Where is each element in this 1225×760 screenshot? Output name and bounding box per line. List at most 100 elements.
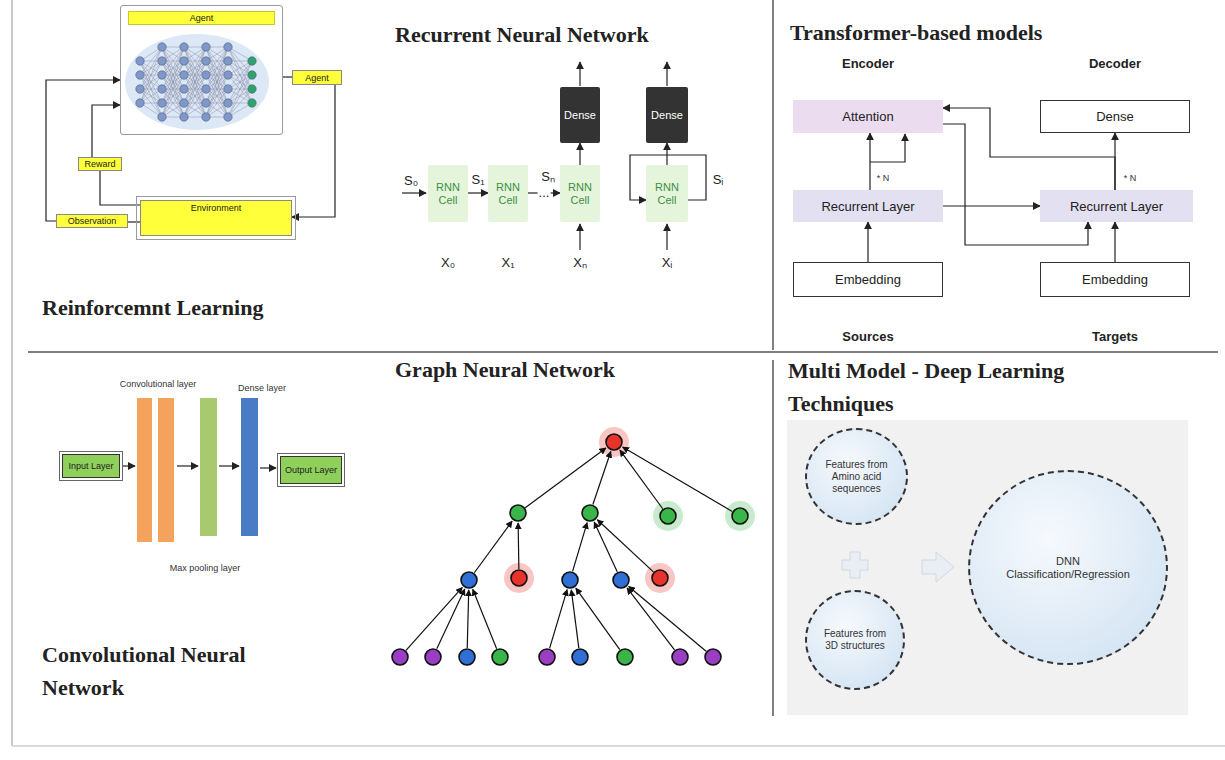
net-unit: [158, 57, 166, 65]
net-link: [228, 75, 252, 117]
graph-edge: [597, 520, 653, 572]
connector-arrow: [943, 124, 1088, 245]
text-wrap: RNN Cell: [646, 181, 688, 207]
net-unit: [180, 99, 188, 107]
annotation-label: Encoder: [842, 56, 894, 71]
connector-arrow: [666, 143, 667, 165]
annotation-label: Targets: [1092, 329, 1138, 344]
graph-edge: [518, 523, 520, 569]
net-unit: [158, 113, 166, 121]
attention-branch: [870, 134, 905, 162]
net-unit: [136, 85, 144, 93]
node-text: Agent: [128, 11, 275, 25]
text-wrap: DNN Classification/Regression: [1006, 555, 1130, 581]
net-unit: [224, 113, 232, 121]
graph-edge: [623, 447, 733, 511]
net-unit: [224, 99, 232, 107]
net-unit: [180, 57, 188, 65]
recurrent-box: Recurrent Layer: [793, 190, 943, 222]
panel-title: Reinforcemnt Learning: [42, 295, 263, 321]
connector-arrow: [869, 133, 870, 190]
net-unit: [136, 99, 144, 107]
reward-tag: Reward: [78, 157, 122, 171]
graph-edge: [406, 587, 462, 650]
text-wrap: RNN Cell: [428, 181, 468, 207]
graph-vertex: [461, 572, 477, 588]
dense-box: Dense: [646, 87, 688, 143]
frame-line: [11, 0, 13, 746]
graph-edge: [576, 588, 620, 650]
recurrent-box: Recurrent Layer: [1040, 190, 1193, 222]
graph-vertex: [510, 505, 526, 521]
node-text: Dense: [651, 109, 683, 121]
panel-title: Multi Model - Deep Learning Techniques: [788, 354, 1133, 420]
node-text: Input Layer: [68, 461, 113, 471]
pool-bar: [200, 398, 217, 536]
embedding-box: Embedding: [1040, 262, 1190, 297]
node-text: Features from 3D structures: [823, 628, 887, 652]
block-arrow: [922, 552, 954, 582]
net-link: [228, 61, 252, 103]
panel-title: Recurrent Neural Network: [395, 22, 649, 48]
edge-label: Sᵢ: [712, 173, 725, 187]
net-link: [140, 61, 162, 103]
net-link: [228, 61, 252, 103]
feature-circle: Features from Amino acid sequences: [805, 428, 908, 525]
net-link: [206, 47, 228, 117]
graph-vertex: [392, 649, 408, 665]
graph-vertex: [511, 570, 527, 586]
layer-arrow: [219, 465, 239, 466]
net-unit: [180, 43, 188, 51]
graph-edge: [571, 590, 579, 648]
annotation-label: Decoder: [1089, 56, 1141, 71]
node-text: RNN Cell: [560, 181, 600, 207]
network-blob: [125, 34, 269, 130]
graph-vertex: [492, 649, 508, 665]
node-text: Embedding: [1082, 272, 1148, 287]
net-unit: [136, 57, 144, 65]
input-arrow: [579, 224, 580, 250]
node-text: DNN Classification/Regression: [1006, 555, 1130, 581]
net-link: [228, 47, 252, 89]
edge-label: ...: [538, 186, 551, 200]
panel-title: Convolutional Neural Network: [42, 638, 297, 704]
net-link: [206, 75, 228, 117]
net-link: [140, 75, 162, 117]
node-text: Features from Amino acid sequences: [823, 459, 890, 495]
graph-vertex: [425, 649, 441, 665]
node-text: RNN Cell: [488, 181, 528, 207]
dense-box: Dense: [560, 87, 600, 143]
net-unit: [180, 113, 188, 121]
node-text: Recurrent Layer: [1070, 199, 1163, 214]
layer-box: Input Layer: [62, 454, 120, 478]
net-unit: [224, 43, 232, 51]
node-glow: [653, 501, 683, 531]
graph-vertex: [732, 508, 748, 524]
net-link: [140, 61, 162, 103]
graph-vertex: [572, 649, 588, 665]
graph-edge: [594, 522, 617, 572]
graph-tree: [392, 427, 755, 665]
panel-title: Graph Neural Network: [395, 357, 615, 383]
graph-edge: [550, 590, 568, 649]
node-text: Recurrent Layer: [821, 199, 914, 214]
net-link: [184, 47, 206, 117]
net-unit: [248, 99, 256, 107]
net-unit: [158, 71, 166, 79]
text-wrap: RNN Cell: [560, 181, 600, 207]
net-unit: [248, 71, 256, 79]
annotation-label: Convolutional layer: [120, 379, 197, 389]
net-unit: [158, 99, 166, 107]
graph-vertex: [539, 649, 555, 665]
net-link: [184, 75, 206, 117]
graph-vertex: [582, 505, 598, 521]
connector-arrow: [468, 192, 488, 193]
conv-bar: [158, 398, 174, 542]
node-text: Output Layer: [285, 465, 337, 475]
graph-edge: [474, 521, 512, 573]
attention-box: Attention: [793, 100, 943, 133]
neural-net-icon: [136, 43, 256, 121]
net-unit: [180, 85, 188, 93]
state-arrow: [402, 192, 426, 193]
connector-arrow: [579, 143, 580, 165]
